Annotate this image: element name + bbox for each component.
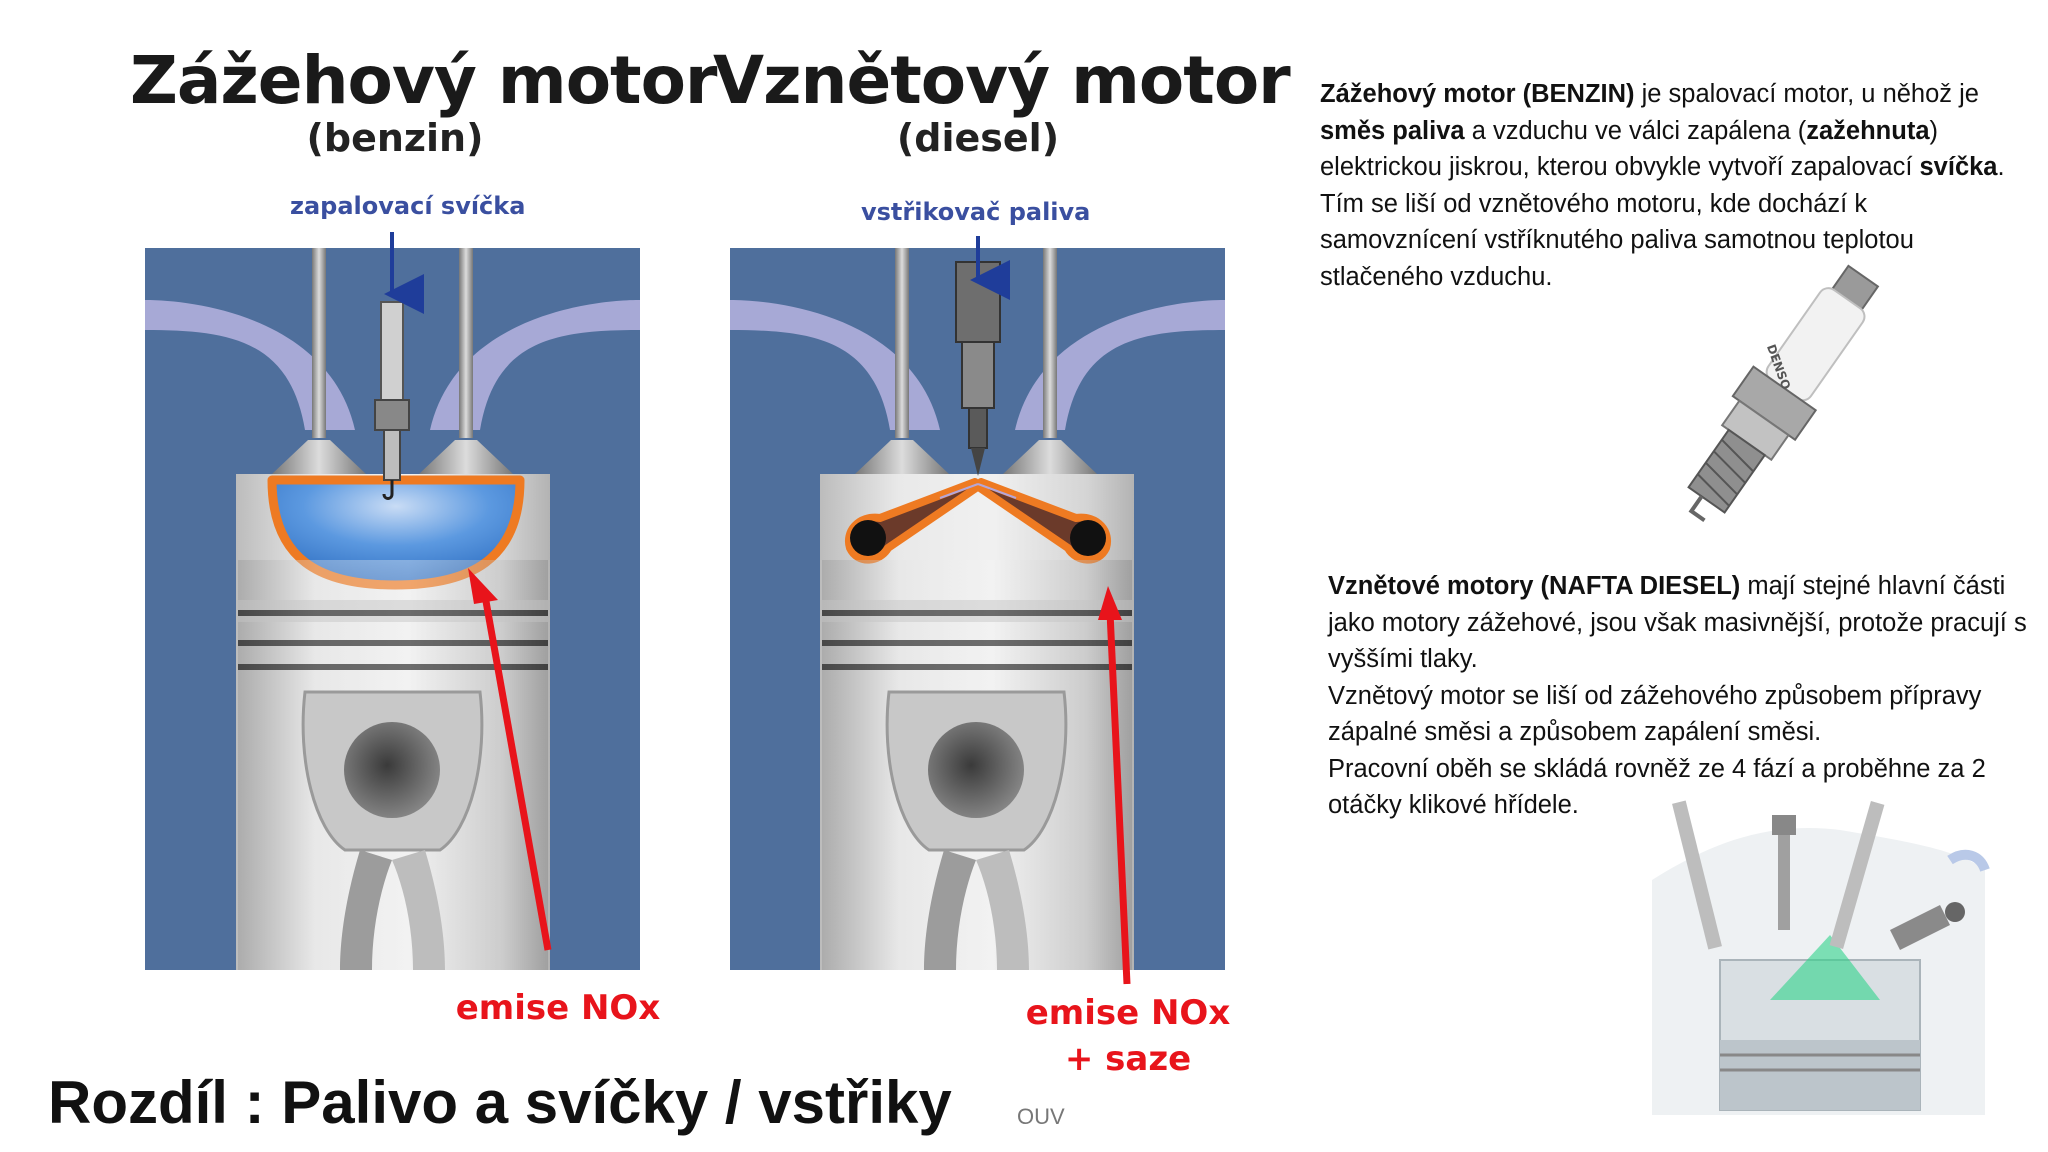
engine-cutaway-illustration bbox=[1652, 800, 1990, 1115]
diesel-description-p2: Vznětový motor se liší od zážehového způ… bbox=[1328, 681, 1982, 747]
text-emphasis: směs paliva bbox=[1320, 116, 1465, 145]
text-emphasis: zažehnuta bbox=[1806, 116, 1930, 145]
footer-tag: OUV bbox=[1017, 1104, 1065, 1129]
gasoline-engine-subtitle: (benzin) bbox=[306, 116, 484, 160]
gasoline-combustion bbox=[267, 475, 525, 590]
gasoline-engine-title: Zážehový motor bbox=[130, 42, 717, 119]
spark-plug-icon bbox=[374, 301, 410, 500]
diesel-description: Vznětové motory (NAFTA DIESEL) mají stej… bbox=[1328, 568, 2028, 824]
gasoline-description-term: Zážehový motor (BENZIN) bbox=[1320, 80, 1635, 108]
gasoline-cylinder-block bbox=[145, 248, 640, 970]
diesel-description-p3: Pracovní oběh se skládá rovněž ze 4 fází… bbox=[1328, 754, 1986, 820]
diesel-cylinder-block bbox=[730, 248, 1225, 970]
spark-plug-photo bbox=[1687, 264, 1880, 522]
diesel-piston bbox=[822, 560, 1132, 970]
gasoline-valves bbox=[272, 248, 513, 474]
text-run: . Tím se liší od vznětového motoru, kde … bbox=[1320, 153, 2005, 291]
diesel-emission-arrow bbox=[1098, 586, 1131, 985]
spark-plug-label: zapalovací svíčka bbox=[290, 192, 526, 220]
text-run: je spalovací motor, u něhož je bbox=[1634, 80, 1979, 108]
diesel-engine-subtitle: (diesel) bbox=[896, 116, 1060, 160]
diesel-description-p1: Vznětové motory (NAFTA DIESEL) mají stej… bbox=[1328, 568, 2028, 678]
diesel-emission-label: emise NOx + saze bbox=[1018, 990, 1238, 1082]
spark-plug-brand: DENSO bbox=[1763, 342, 1794, 392]
text-emphasis: svíčka bbox=[1919, 153, 1998, 181]
gasoline-piston bbox=[238, 560, 548, 970]
text-run: ) elektrickou jiskrou, kterou obvykle vy… bbox=[1320, 116, 1939, 182]
text-run: mají stejné hlavní části jako motory záž… bbox=[1328, 572, 2027, 673]
text-run: a vzduchu ve válci zapálena ( bbox=[1464, 116, 1807, 145]
diesel-valves bbox=[855, 248, 1097, 474]
diesel-description-term: Vznětové motory (NAFTA DIESEL) bbox=[1328, 572, 1741, 600]
diesel-emission-line2: + saze bbox=[1064, 1039, 1192, 1079]
gasoline-emission-label: emise NOx bbox=[455, 988, 661, 1028]
fuel-injector-label: vstřikovač paliva bbox=[861, 198, 1091, 226]
fuel-injector-icon bbox=[955, 261, 1001, 476]
slide-title: Rozdíl : Palivo a svíčky / vstřiky bbox=[48, 1069, 952, 1136]
gasoline-description: Zážehový motor (BENZIN) je spalovací mot… bbox=[1320, 76, 2010, 295]
gasoline-emission-arrow bbox=[468, 568, 552, 951]
diesel-emission-line1: emise NOx bbox=[1025, 993, 1231, 1033]
diesel-engine-title: Vznětový motor bbox=[713, 42, 1291, 119]
diesel-fuel-sprays bbox=[844, 478, 1112, 564]
